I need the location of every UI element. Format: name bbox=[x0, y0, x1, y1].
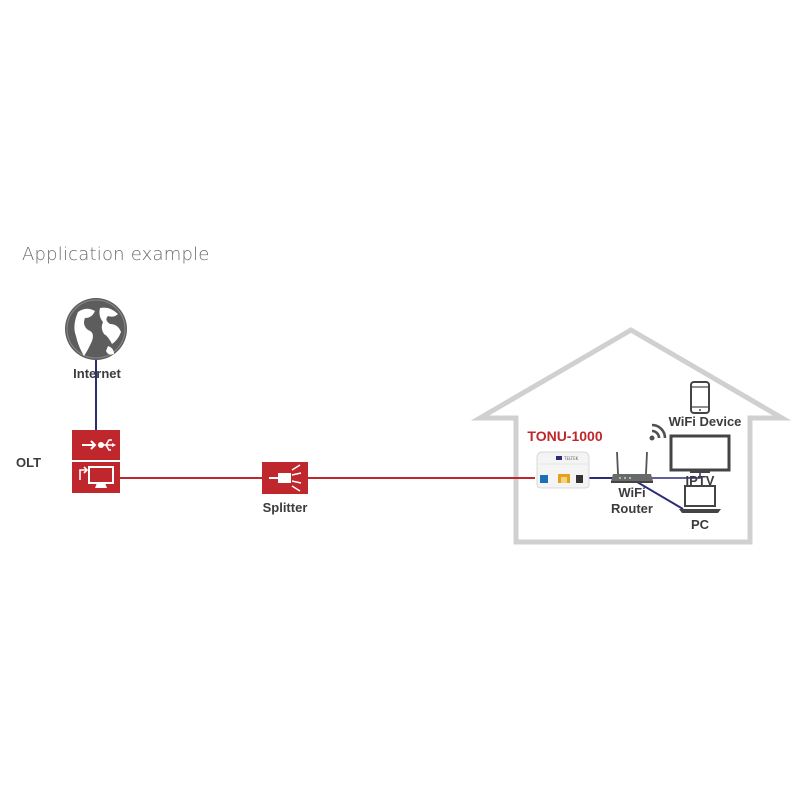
wifi-device-label: WiFi Device bbox=[668, 414, 742, 429]
page-title: Application example bbox=[22, 244, 210, 265]
smartphone-icon bbox=[690, 381, 710, 414]
house-outline bbox=[470, 327, 792, 545]
onu-device-icon: TELTEK bbox=[536, 451, 590, 489]
svg-text:TELTEK: TELTEK bbox=[563, 456, 579, 461]
olt-label: OLT bbox=[16, 455, 42, 470]
wifi-router-icon bbox=[611, 451, 653, 483]
internet-label: Internet bbox=[73, 366, 121, 381]
iptv-monitor-icon bbox=[669, 434, 731, 473]
pc-laptop-icon bbox=[679, 485, 721, 513]
olt-device-icon bbox=[72, 430, 120, 493]
splitter-label: Splitter bbox=[262, 500, 308, 515]
globe-icon bbox=[65, 298, 127, 360]
onu-model-label: TONU-1000 bbox=[527, 428, 603, 444]
pc-label: PC bbox=[690, 517, 710, 532]
wifi-signal-icon bbox=[649, 423, 667, 441]
iptv-label: IPTV bbox=[685, 473, 715, 488]
router-pc-link bbox=[631, 478, 684, 510]
router-label-line1: WiFi bbox=[618, 485, 646, 500]
router-iptv-link bbox=[650, 472, 701, 479]
splitter-icon bbox=[262, 462, 308, 494]
router-label-line2: Router bbox=[611, 501, 653, 516]
